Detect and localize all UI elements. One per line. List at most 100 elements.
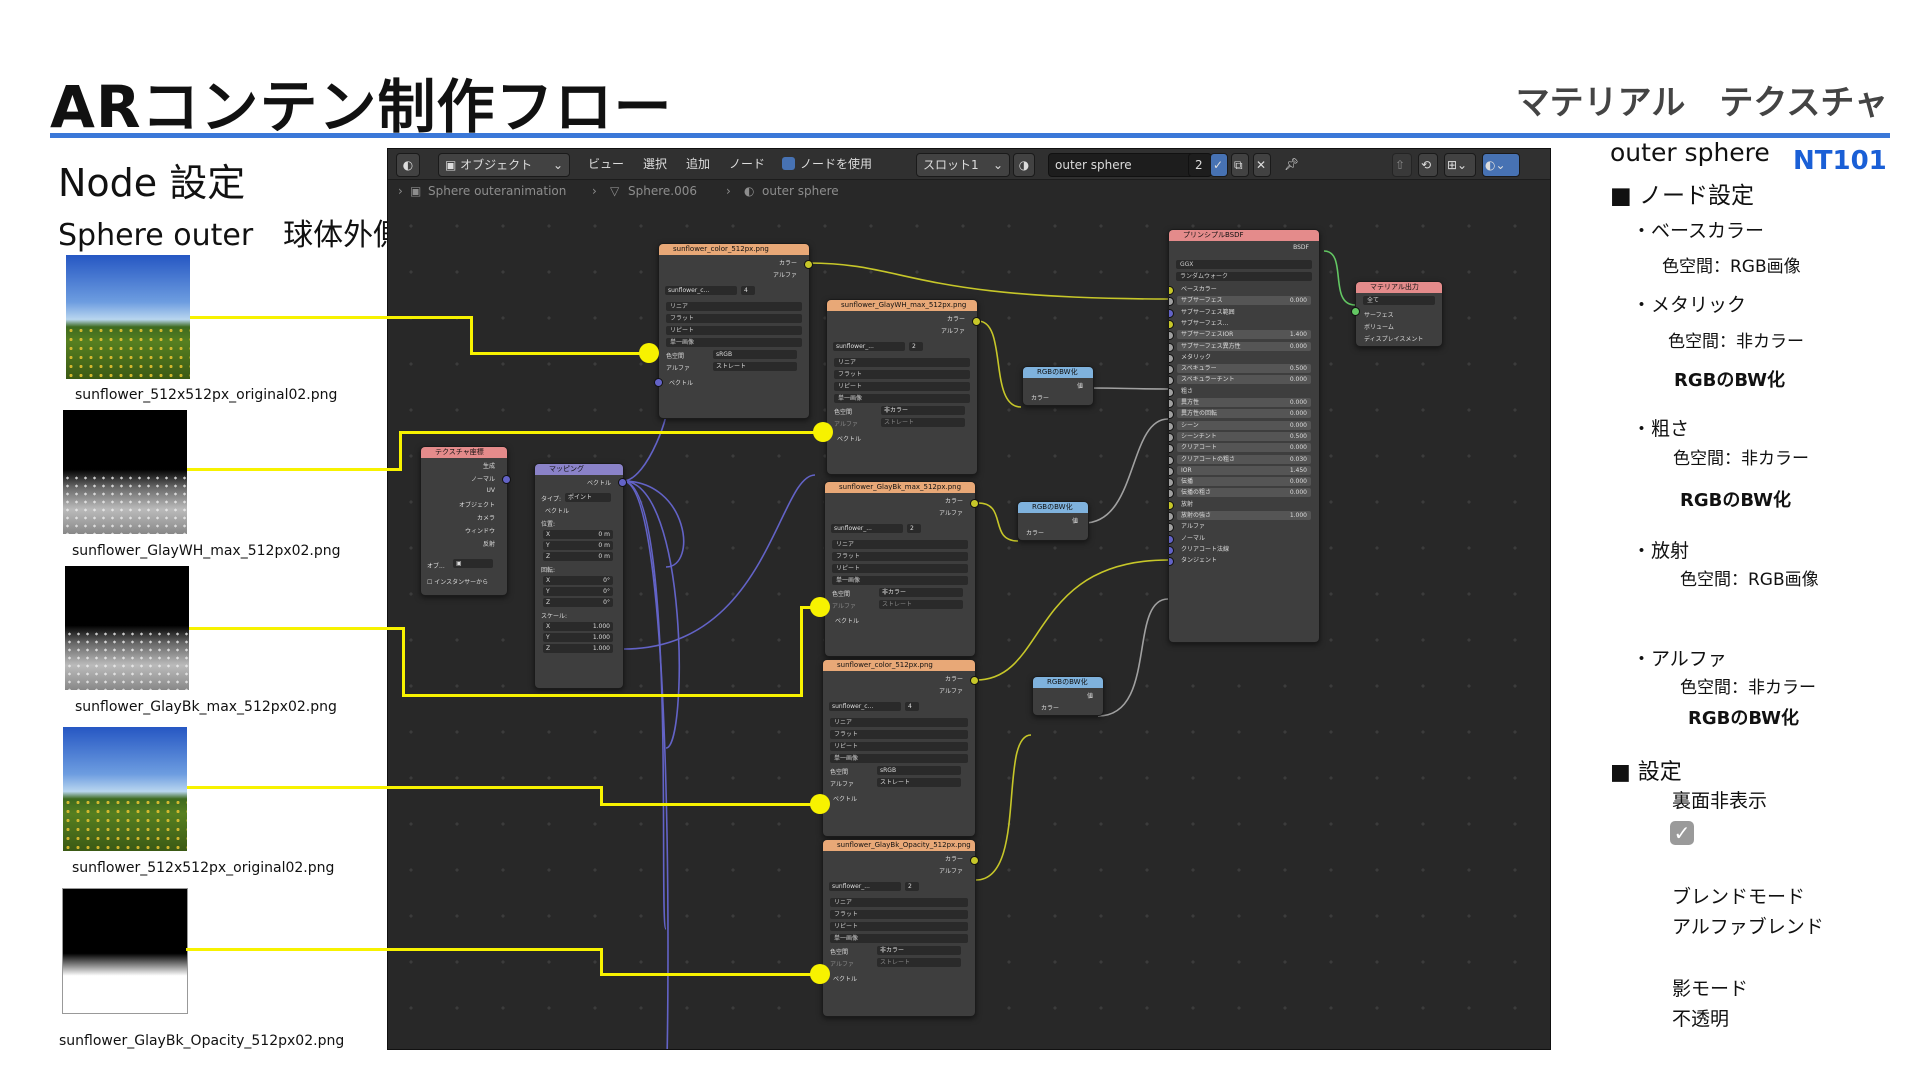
node-header[interactable]: sunflower_GlayBk_max_512px.png	[825, 482, 975, 493]
material-browse-icon[interactable]: ◑	[1013, 153, 1035, 177]
use-nodes-checkbox[interactable]	[782, 157, 795, 170]
source-dropdown[interactable]: 単一画像	[832, 576, 968, 585]
image-selector[interactable]: sunflower_...	[829, 882, 901, 891]
node-image-texture-opacity[interactable]: sunflower_GlayBk_Opacity_512px.png カラー ア…	[822, 839, 976, 1017]
parent-up-icon[interactable]: ⇧	[1392, 153, 1412, 177]
menu-select[interactable]: 選択	[643, 157, 668, 171]
socket-surface[interactable]	[1351, 307, 1360, 316]
bsdf-input-socket[interactable]	[1169, 376, 1174, 386]
interpolation-dropdown[interactable]: リニア	[666, 302, 802, 311]
node-header[interactable]: sunflower_GlayWH_max_512px.png	[827, 300, 977, 311]
image-selector[interactable]: sunflower_c...	[665, 286, 737, 295]
image-selector[interactable]: sunflower_...	[833, 342, 905, 351]
node-rgb-to-bw-2[interactable]: RGBのBW化 値 カラー	[1017, 501, 1089, 541]
extension-dropdown[interactable]: リピート	[666, 326, 802, 335]
node-header[interactable]: sunflower_color_512px.png	[659, 244, 809, 255]
colorspace-dropdown[interactable]: 非カラー	[879, 588, 963, 597]
interpolation-dropdown[interactable]: リニア	[830, 898, 968, 907]
node-image-texture-glaybk[interactable]: sunflower_GlayBk_max_512px.png カラー アルファ …	[824, 481, 976, 657]
duplicate-icon[interactable]: ⧉	[1231, 153, 1249, 177]
bsdf-input-socket[interactable]	[1169, 478, 1174, 488]
extension-dropdown[interactable]: リピート	[830, 742, 968, 751]
projection-dropdown[interactable]: フラット	[666, 314, 802, 323]
bsdf-input-socket[interactable]	[1169, 319, 1174, 329]
source-dropdown[interactable]: 単一画像	[666, 338, 802, 347]
node-rgb-to-bw-3[interactable]: RGBのBW化 値 カラー	[1032, 676, 1104, 716]
socket-color[interactable]	[972, 317, 981, 326]
node-principled-bsdf[interactable]: プリンシプルBSDF BSDF GGX ランダムウォーク ベースカラーサブサーフ…	[1168, 229, 1320, 643]
node-header[interactable]: マテリアル出力	[1356, 282, 1442, 293]
alpha-mode-dropdown[interactable]: ストレート	[877, 958, 961, 967]
bsdf-input-socket[interactable]	[1169, 365, 1174, 375]
node-image-texture-color[interactable]: sunflower_color_512px.png カラー アルファ sunfl…	[658, 243, 810, 419]
socket-mapping-vector[interactable]	[618, 478, 627, 487]
extension-dropdown[interactable]: リピート	[834, 382, 970, 391]
node-header[interactable]: sunflower_color_512px.png	[823, 660, 975, 671]
bsdf-input-socket[interactable]	[1169, 432, 1174, 442]
bsdf-input-socket[interactable]	[1169, 331, 1174, 341]
node-image-texture-color-2[interactable]: sunflower_color_512px.png カラー アルファ sunfl…	[822, 659, 976, 837]
node-header[interactable]: RGBのBW化	[1023, 367, 1093, 378]
bsdf-input-socket[interactable]	[1169, 545, 1174, 555]
interpolation-dropdown[interactable]: リニア	[834, 358, 970, 367]
image-selector[interactable]: sunflower_...	[831, 524, 903, 533]
instancer-checkbox-label[interactable]: ☐ インスタンサーから	[427, 579, 489, 586]
extension-dropdown[interactable]: リピート	[832, 564, 968, 573]
node-header[interactable]: マッピング	[535, 464, 623, 475]
projection-dropdown[interactable]: フラット	[834, 370, 970, 379]
node-rgb-to-bw-1[interactable]: RGBのBW化 値 カラー	[1022, 366, 1094, 406]
backface-culling-checkbox[interactable]: ✓	[1670, 821, 1694, 845]
type-dropdown[interactable]: ポイント	[565, 493, 611, 502]
node-header[interactable]: RGBのBW化	[1018, 502, 1088, 513]
alpha-mode-dropdown[interactable]: ストレート	[879, 600, 963, 609]
node-header[interactable]: sunflower_GlayBk_Opacity_512px.png	[823, 840, 975, 851]
socket-color[interactable]	[970, 676, 979, 685]
bsdf-input-socket[interactable]	[1169, 512, 1174, 521]
bsdf-input-socket[interactable]	[1169, 410, 1174, 420]
projection-dropdown[interactable]: フラット	[830, 730, 968, 739]
colorspace-dropdown[interactable]: 非カラー	[877, 946, 961, 955]
source-dropdown[interactable]: 単一画像	[834, 394, 970, 403]
bsdf-input-socket[interactable]	[1169, 297, 1174, 307]
bsdf-input-socket[interactable]	[1169, 286, 1174, 295]
bsdf-input-socket[interactable]	[1169, 444, 1174, 454]
node-editor[interactable]: ◐ ▣ オブジェクト ⌄ ビュー 選択 追加 ノード ノードを使用 スロット1 …	[387, 148, 1551, 1050]
bsdf-input-socket[interactable]	[1169, 342, 1174, 352]
unlink-x-icon[interactable]: ✕	[1253, 153, 1271, 177]
socket-color[interactable]	[970, 499, 979, 508]
socket-color[interactable]	[804, 260, 813, 269]
bsdf-input-socket[interactable]	[1169, 489, 1174, 499]
bsdf-input-socket[interactable]	[1169, 534, 1174, 544]
menu-view[interactable]: ビュー	[588, 157, 625, 171]
bsdf-input-socket[interactable]	[1169, 500, 1174, 510]
material-name-field[interactable]: outer sphere	[1048, 153, 1194, 177]
alpha-mode-dropdown[interactable]: ストレート	[713, 362, 797, 371]
distribution-dropdown[interactable]: GGX	[1176, 260, 1312, 269]
node-material-output[interactable]: マテリアル出力 全て サーフェス ボリューム ディスプレイスメント	[1355, 281, 1443, 347]
socket-uv[interactable]	[502, 475, 511, 484]
interpolation-dropdown[interactable]: リニア	[830, 718, 968, 727]
bsdf-input-socket[interactable]	[1169, 523, 1174, 533]
socket-vector[interactable]	[654, 378, 663, 387]
colorspace-dropdown[interactable]: 非カラー	[881, 406, 965, 415]
source-dropdown[interactable]: 単一画像	[830, 754, 968, 763]
colorspace-dropdown[interactable]: sRGB	[877, 766, 961, 775]
